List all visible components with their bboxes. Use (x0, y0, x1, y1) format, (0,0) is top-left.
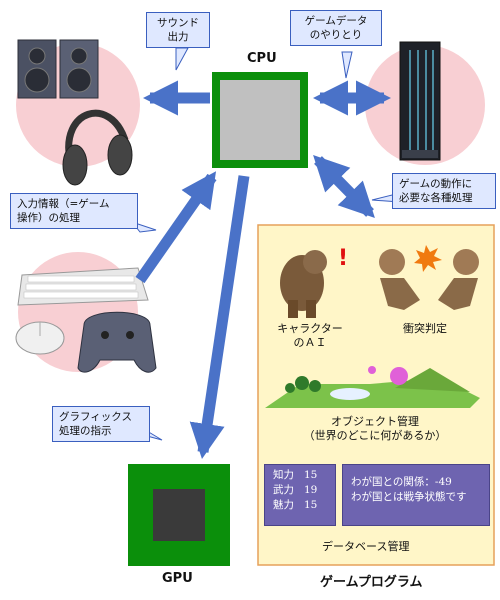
database-management-label: データベース管理 (322, 540, 410, 553)
gpu-label: GPU (162, 571, 193, 586)
relations-box: わが国との関係：-49 わが国とは戦争状態です (342, 464, 490, 526)
headphones-icon (62, 109, 133, 186)
arrow-cpu-game-bidirectional (313, 154, 375, 219)
arrow-cpu-to-gpu (189, 175, 250, 459)
cpu-chip (212, 72, 308, 168)
callout-input-processing: 入力情報（=ゲーム 操作）の処理 (10, 193, 138, 229)
mouse-icon (15, 321, 65, 355)
monster-character-icon (280, 250, 327, 318)
landscape-icon (265, 366, 480, 408)
cpu-label: CPU (247, 51, 277, 66)
server-rack-icon (399, 41, 441, 161)
relation-line: わが国とは戦争状態です (351, 491, 467, 503)
callout-graphics-instruction: グラフィックス 処理の指示 (52, 406, 150, 442)
character-ai-label: キャラクター のＡＩ (277, 322, 343, 349)
collision-label: 衝突判定 (403, 322, 447, 335)
arrow-input-to-cpu (135, 171, 217, 284)
game-program-title: ゲームプログラム (320, 575, 423, 590)
collision-characters-icon (379, 245, 479, 310)
speakers-icon (17, 39, 99, 99)
relation-line: わが国との関係：-49 (351, 476, 452, 488)
gamepad-icon (77, 311, 157, 373)
gpu-chip (128, 464, 230, 566)
keyboard-icon (17, 267, 149, 306)
callout-data-exchange: ゲームデータ のやりとり (290, 10, 382, 46)
object-management-label: オブジェクト管理 （世界のどこに何があるか） (303, 415, 447, 442)
callout-sound-output: サウンド 出力 (146, 12, 210, 48)
exclamation-icon: ! (338, 246, 348, 271)
callout-game-processing: ゲームの動作に 必要な各種処理 (392, 173, 496, 209)
